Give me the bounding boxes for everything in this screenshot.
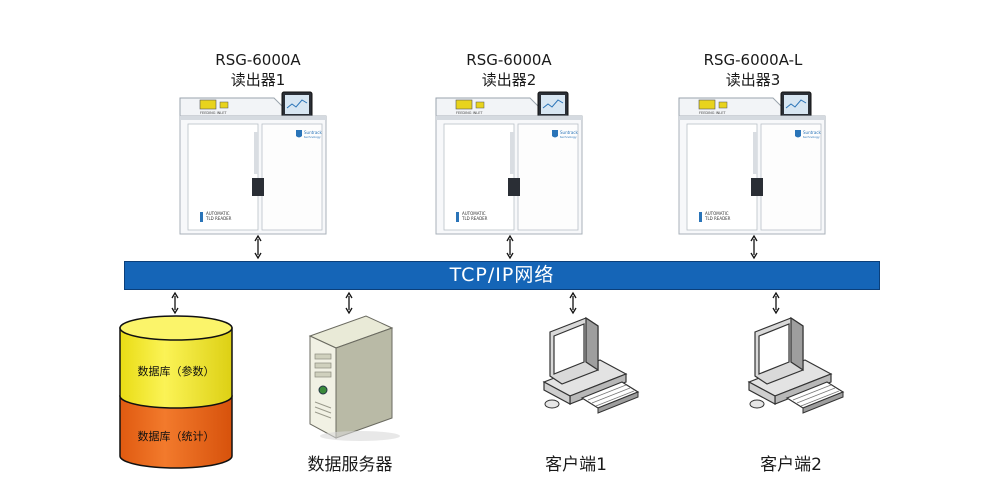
feeding-inlet-tag: FEEDING INLET [456, 111, 483, 115]
network-label: TCP/IP网络 [449, 264, 555, 286]
brand-subtitle: technology [560, 135, 577, 139]
client-1-computer-icon [542, 316, 640, 414]
reader-illustration: FEEDING INLET SuntracktechnologyAUTOMATIC… [678, 91, 826, 235]
connector-arrow [171, 291, 179, 315]
connector-arrow [254, 234, 262, 260]
client-2-label: 客户端2 [760, 455, 822, 475]
connector-arrow [772, 291, 780, 315]
network-bar: TCP/IP网络 [124, 261, 880, 290]
database-stats-label: 数据库（统计） [137, 430, 215, 443]
feeding-inlet-tag: FEEDING INLET [200, 111, 227, 115]
client-1-label: 客户端1 [545, 455, 607, 475]
reader-2-name: 读出器2 [481, 71, 537, 89]
connector-arrow [569, 291, 577, 315]
tld-reader-text: TLD READER [205, 216, 232, 221]
reader-illustration: FEEDING INLET SuntracktechnologyAUTOMATIC… [435, 91, 583, 235]
reader-2-model: RSG-6000A [466, 51, 552, 69]
reader-illustration: FEEDING INLET SuntracktechnologyAUTOMATIC… [179, 91, 327, 235]
server-label: 数据服务器 [307, 455, 393, 475]
brand-name: Suntrack [304, 130, 322, 135]
database-icon [119, 315, 233, 469]
reader-3-label: RSG-6000A-L 读出器3 [673, 50, 833, 90]
connector-arrow [345, 291, 353, 315]
server-icon [308, 315, 400, 441]
reader-3-name: 读出器3 [725, 71, 781, 89]
reader-1-label: RSG-6000A 读出器1 [178, 50, 338, 90]
automatic-text: AUTOMATIC [206, 211, 230, 216]
feeding-inlet-tag: FEEDING INLET [699, 111, 726, 115]
brand-subtitle: technology [304, 135, 321, 139]
database-params-label: 数据库（参数） [137, 365, 215, 378]
automatic-text: AUTOMATIC [462, 211, 486, 216]
reader-2-label: RSG-6000A 读出器2 [429, 50, 589, 90]
client-2-computer-icon [747, 316, 845, 414]
reader-3-model: RSG-6000A-L [703, 51, 803, 69]
tld-reader-text: TLD READER [461, 216, 488, 221]
brand-name: Suntrack [560, 130, 578, 135]
reader-1-model: RSG-6000A [215, 51, 301, 69]
connector-arrow [750, 234, 758, 260]
tld-reader-text: TLD READER [704, 216, 731, 221]
connector-arrow [506, 234, 514, 260]
brand-name: Suntrack [803, 130, 821, 135]
reader-1-name: 读出器1 [230, 71, 286, 89]
automatic-text: AUTOMATIC [705, 211, 729, 216]
brand-subtitle: technology [803, 135, 820, 139]
